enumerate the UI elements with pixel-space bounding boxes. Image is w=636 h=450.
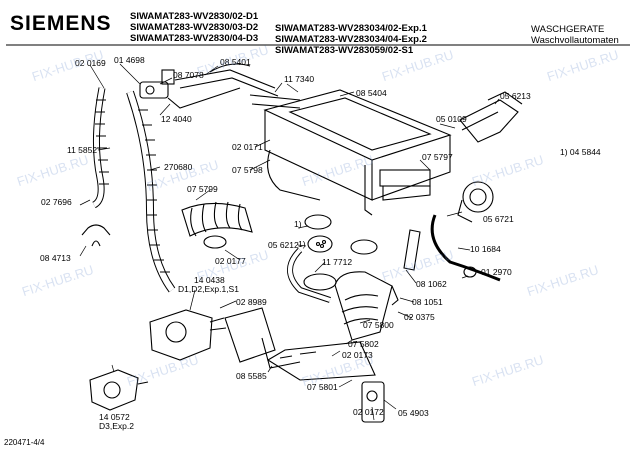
part-label: 270680 xyxy=(164,162,193,172)
drain-hose xyxy=(92,87,109,209)
drain-pump xyxy=(149,309,227,361)
part-label: 11 5852 xyxy=(67,145,98,155)
category-label: WASCHGERATE Waschvollautomaten xyxy=(531,24,619,46)
part-label: 05 6212 xyxy=(268,240,299,250)
part-label: 05 6721 xyxy=(483,214,514,224)
part-label: 08 4713 xyxy=(40,253,71,263)
part-label: 1) 04 5844 xyxy=(560,147,601,157)
part-label: 02 0172 xyxy=(353,407,384,417)
part-label: 08 5404 xyxy=(356,88,387,98)
part-label: 07 5802 xyxy=(348,339,379,349)
model-line: SIWAMAT283-WV283059/02-S1 xyxy=(275,45,414,56)
bracket xyxy=(459,91,523,143)
part-label: 14 0572 xyxy=(99,412,130,422)
part-label: 07 5801 xyxy=(307,382,338,392)
ribbed-hose xyxy=(126,90,176,293)
brand-logo: SIEMENS xyxy=(10,12,112,35)
part-label: 07 5800 xyxy=(363,320,394,330)
part-label: 02 0177 xyxy=(215,256,246,266)
part-label: 12 4040 xyxy=(161,114,192,124)
pump-alt xyxy=(89,369,149,411)
category-line: WASCHGERATE xyxy=(531,24,605,35)
part-label: D1,D2,Exp.1,S1 xyxy=(178,284,239,294)
part-label: 05 0109 xyxy=(436,114,467,124)
part-label: 10 1684 xyxy=(470,244,501,254)
part-label: 1) xyxy=(294,219,302,229)
model-line: SIWAMAT283-WV283034/02-Exp.1 xyxy=(275,23,427,34)
callout-lines xyxy=(79,63,500,421)
inlet-tubes xyxy=(174,63,301,109)
part-label: 08 1062 xyxy=(416,279,447,289)
model-line: SIWAMAT283-WV2830/02-D1 xyxy=(130,11,259,22)
model-line: SIWAMAT283-WV2830/04-D3 xyxy=(130,33,259,44)
part-label: 11 7712 xyxy=(322,257,353,267)
part-label: 08 5585 xyxy=(236,371,267,381)
part-label: 05 4903 xyxy=(398,408,429,418)
part-label: 08 7078 xyxy=(173,70,204,80)
part-label: 14 0438 xyxy=(194,275,225,285)
part-label: 07 5797 xyxy=(422,152,453,162)
drawing-reference: 220471-4/4 xyxy=(4,438,45,447)
part-label: 07 5798 xyxy=(232,165,263,175)
part-label: 01 4698 xyxy=(114,55,145,65)
part-label: D3,Exp.2 xyxy=(99,421,134,431)
model-line: SIWAMAT283-WV2830/03-D2 xyxy=(130,22,259,33)
part-label: 11 7340 xyxy=(284,74,315,84)
part-label: 02 8989 xyxy=(236,297,267,307)
sump-hose xyxy=(287,214,378,303)
model-list-right: SIWAMAT283-WV283034/02-Exp.1 SIWAMAT283-… xyxy=(275,23,427,56)
filter-cap xyxy=(361,381,385,423)
tub-bellows xyxy=(181,201,253,249)
part-label: 07 5799 xyxy=(187,184,218,194)
part-label: 08 5401 xyxy=(220,57,251,67)
part-label: 05 6213 xyxy=(500,91,531,101)
part-label: 01 2970 xyxy=(481,267,512,277)
pressure-switch xyxy=(457,181,494,223)
part-label: 1) xyxy=(298,239,306,249)
model-list-left: SIWAMAT283-WV2830/02-D1 SIWAMAT283-WV283… xyxy=(130,11,258,44)
hose-clamp xyxy=(81,224,111,247)
inlet-valve xyxy=(139,69,241,109)
part-label: 08 1051 xyxy=(412,297,443,307)
part-label: 02 0171 xyxy=(232,142,263,152)
filter-unit xyxy=(334,271,399,341)
detergent-housing xyxy=(263,89,452,216)
model-line: SIWAMAT283-WV283034/04-Exp.2 xyxy=(275,34,427,45)
part-label: 02 0375 xyxy=(404,312,435,322)
category-line: Waschvollautomaten xyxy=(531,35,619,46)
part-label: 02 0169 xyxy=(75,58,106,68)
part-label: 02 0173 xyxy=(342,350,373,360)
connecting-pipes xyxy=(224,307,376,381)
part-label: 02 7696 xyxy=(41,197,72,207)
heater-hose xyxy=(403,214,501,282)
